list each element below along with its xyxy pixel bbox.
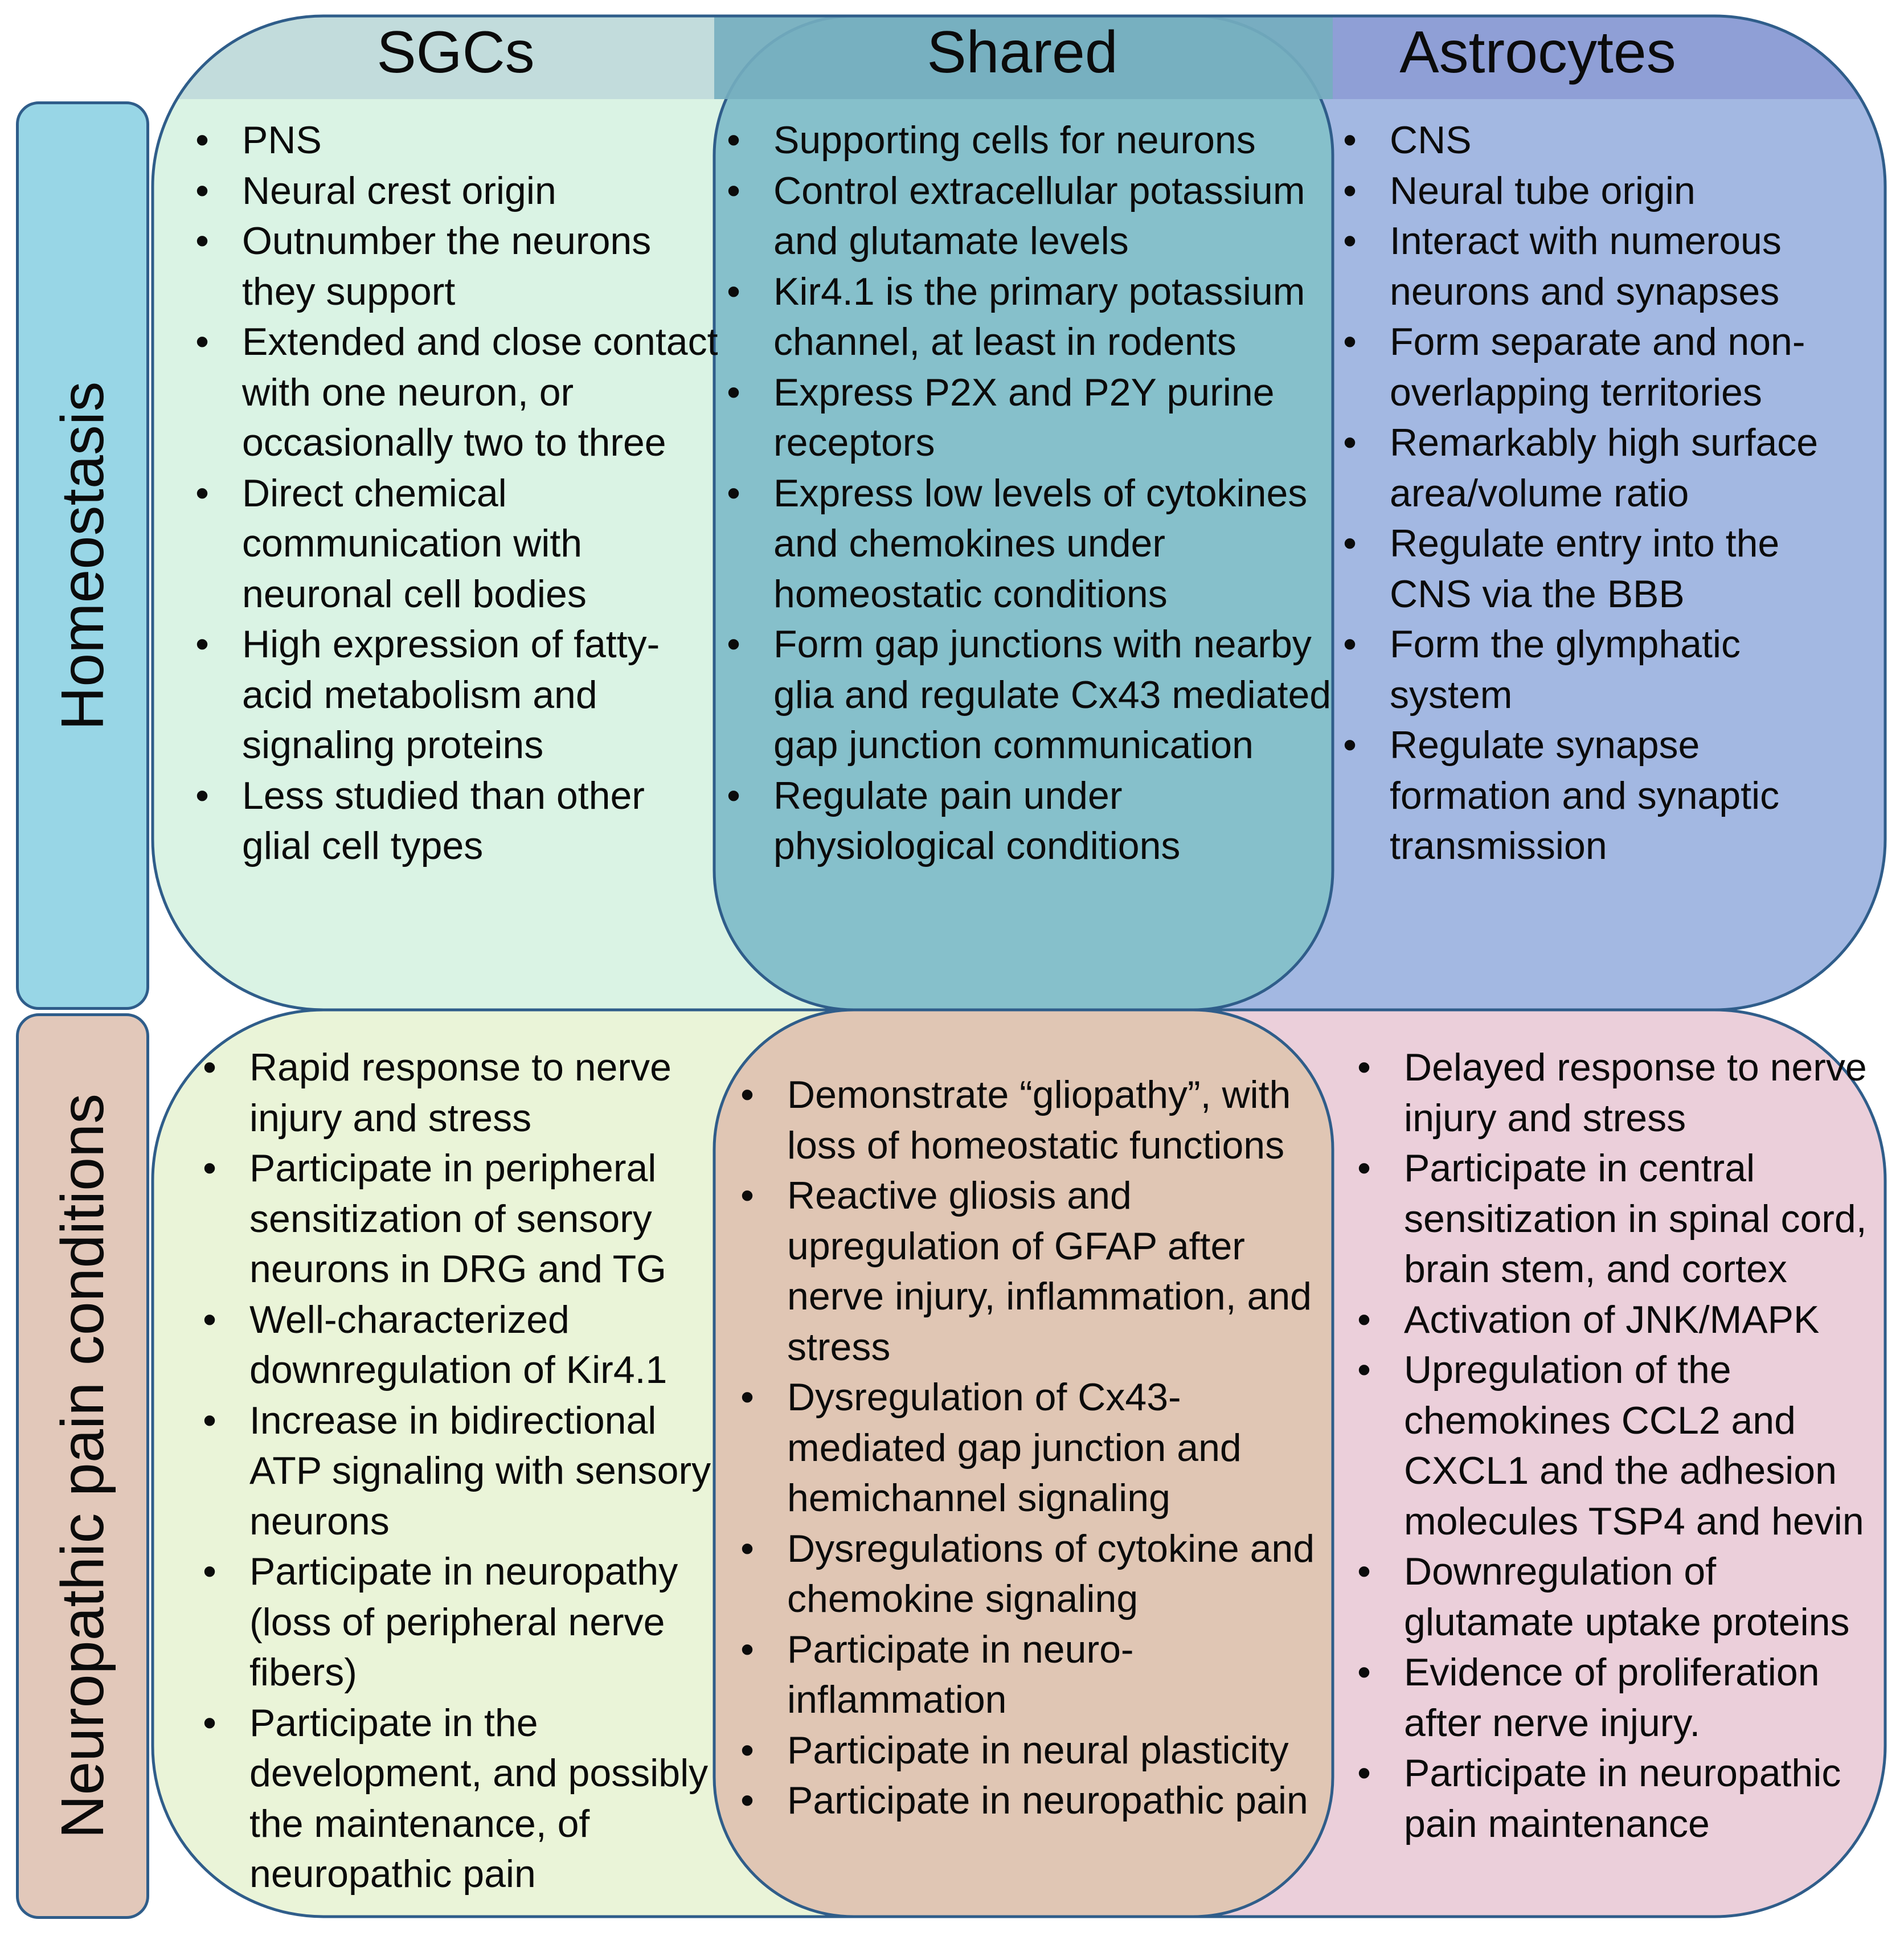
row-label-pain-text: Neuropathic pain conditions [49,1093,116,1839]
list-item-text: Rapid response to nerve injury and stres… [249,1046,671,1140]
list-item-text: Downregulation of glutamate uptake prote… [1404,1550,1850,1644]
list-item-text: Participate in neuro-inflammation [787,1627,1134,1722]
list-item: Extended and close contact with one neur… [191,317,720,468]
list-item-text: Form the glymphatic system [1390,623,1741,717]
list-item: Outnumber the neurons they support [191,216,720,317]
homeostasis-astrocytes-list: CNS Neural tube originInteract with numer… [1338,115,1868,871]
list-item-text: Kir4.1 is the primary potassium channel,… [773,269,1305,364]
list-item-text: Demonstrate “gliopathy”, with loss of ho… [787,1073,1291,1167]
list-item: Dysregulation of Cx43-mediated gap junct… [736,1372,1328,1524]
list-item-text: Extended and close contact with one neur… [242,320,718,464]
list-item-text: Participate in neuropathic pain [787,1779,1308,1822]
list-item: Regulate synapse formation and synaptic … [1338,720,1868,871]
list-item-text: Participate in peripheral sensitization … [249,1147,666,1291]
list-item-text: Reactive gliosis and upregulation of GFA… [787,1174,1312,1369]
list-item: Participate in neuropathy (loss of perip… [198,1546,716,1698]
list-item-text: Activation of JNK/MAPK [1404,1298,1820,1341]
list-item: Demonstrate “gliopathy”, with loss of ho… [736,1070,1328,1170]
list-item: Upregulation of the chemokines CCL2 and … [1353,1345,1882,1546]
list-item-text: Regulate entry into the CNS via the BBB [1390,522,1780,616]
list-item: Supporting cells for neurons [722,115,1332,166]
list-item: Participate in peripheral sensitization … [198,1143,716,1295]
list-item-text: Well-characterized downregulation of Kir… [249,1298,668,1392]
list-item-text: Direct chemical communication with neuro… [242,471,587,616]
list-item: Participate in neuropathic pain maintena… [1353,1748,1882,1849]
list-item: Participate in the development, and poss… [198,1698,716,1900]
list-item-text: Participate in neural plasticity [787,1728,1289,1772]
list-item: Remarkably high surface area/volume rati… [1338,418,1868,518]
list-item-text: High expression of fatty-acid metabolism… [242,623,660,767]
list-item-text: PNS [242,118,322,162]
list-item: Participate in neuropathic pain [736,1775,1328,1826]
list-item-text: Delayed response to nerve injury and str… [1404,1046,1867,1140]
row-label-homeostasis: Homeostasis [16,101,149,1010]
list-item-text: Neural tube origin [1390,169,1696,212]
list-item-text: Express P2X and P2Y purine receptors [773,370,1275,465]
column-header-shared: Shared [927,19,1118,85]
list-item-text: Participate in neuropathy (loss of perip… [249,1550,678,1694]
list-item: Direct chemical communication with neuro… [191,468,720,620]
pain-astrocytes-list: Delayed response to nerve injury and str… [1353,1042,1882,1849]
list-item: Regulate pain under physiological condit… [722,771,1332,871]
list-item-text: CNS [1390,118,1472,162]
list-item: Interact with numerous neurons and synap… [1338,216,1868,317]
column-header-sgcs: SGCs [376,19,535,85]
list-item: Increase in bidirectional ATP signaling … [198,1395,716,1547]
list-item: Form the glymphatic system [1338,619,1868,720]
list-item: High expression of fatty-acid metabolism… [191,619,720,771]
list-item-text: Dysregulations of cytokine and chemokine… [787,1526,1315,1621]
pain-sgc-list: Rapid response to nerve injury and stres… [198,1042,716,1900]
list-item: Express P2X and P2Y purine receptors [722,367,1332,468]
list-item: Delayed response to nerve injury and str… [1353,1042,1882,1143]
row-label-homeostasis-text: Homeostasis [49,381,116,730]
list-item-text: Neural crest origin [242,169,556,212]
list-item-text: Participate in the development, and poss… [249,1701,709,1896]
list-item-text: Evidence of proliferation after nerve in… [1404,1651,1820,1745]
pain-shared-list: Demonstrate “gliopathy”, with loss of ho… [736,1070,1328,1826]
list-item: Neural tube origin [1338,166,1868,216]
list-item: CNS [1338,115,1868,166]
list-item-text: Increase in bidirectional ATP signaling … [249,1398,711,1543]
list-item-text: Outnumber the neurons they support [242,219,652,313]
list-item: Form gap junctions with nearby glia and … [722,619,1332,771]
list-item-text: Control extracellular potassium and glut… [773,169,1305,263]
list-item-text: Express low levels of cytokines and chem… [773,471,1308,616]
list-item-text: Remarkably high surface area/volume rati… [1390,421,1819,515]
list-item-text: Supporting cells for neurons [773,118,1256,162]
list-item: Downregulation of glutamate uptake prote… [1353,1546,1882,1647]
list-item: Rapid response to nerve injury and stres… [198,1042,716,1143]
shared-header-band [714,16,1333,99]
list-item-text: Participate in neuropathic pain maintena… [1404,1751,1841,1845]
list-item-text: Dysregulation of Cx43-mediated gap junct… [787,1376,1242,1520]
list-item: Neural crest origin [191,166,720,216]
list-item: Participate in neuro-inflammation [736,1624,1328,1725]
list-item: Evidence of proliferation after nerve in… [1353,1647,1882,1748]
list-item-text: Interact with numerous neurons and synap… [1390,219,1782,313]
homeostasis-shared-list: Supporting cells for neuronsControl extr… [722,115,1332,871]
list-item-text: Participate in central sensitization in … [1404,1147,1867,1291]
homeostasis-sgc-list: PNS Neural crest originOutnumber the neur… [191,115,720,871]
list-item-text: Less studied than other glial cell types [242,773,645,868]
pain-row-outline [151,1008,1887,1918]
list-item: Express low levels of cytokines and chem… [722,468,1332,620]
list-item: PNS [191,115,720,166]
list-item: Dysregulations of cytokine and chemokine… [736,1524,1328,1624]
list-item-text: Form gap junctions with nearby glia and … [773,623,1332,767]
column-header-astrocytes: Astrocytes [1399,19,1676,85]
list-item: Participate in central sensitization in … [1353,1143,1882,1295]
list-item: Activation of JNK/MAPK [1353,1295,1882,1345]
list-item: Well-characterized downregulation of Kir… [198,1295,716,1395]
row-label-neuropathic-pain: Neuropathic pain conditions [16,1013,149,1919]
list-item: Regulate entry into the CNS via the BBB [1338,518,1868,619]
list-item-text: Form separate and non-overlapping territ… [1390,320,1805,414]
list-item-text: Regulate synapse formation and synaptic … [1390,723,1780,867]
list-item-text: Regulate pain under physiological condit… [773,773,1181,868]
list-item: Less studied than other glial cell types [191,771,720,871]
list-item: Reactive gliosis and upregulation of GFA… [736,1170,1328,1372]
list-item: Form separate and non-overlapping territ… [1338,317,1868,418]
list-item: Kir4.1 is the primary potassium channel,… [722,267,1332,367]
list-item: Control extracellular potassium and glut… [722,166,1332,267]
list-item-text: Upregulation of the chemokines CCL2 and … [1404,1348,1864,1543]
list-item: Participate in neural plasticity [736,1725,1328,1776]
